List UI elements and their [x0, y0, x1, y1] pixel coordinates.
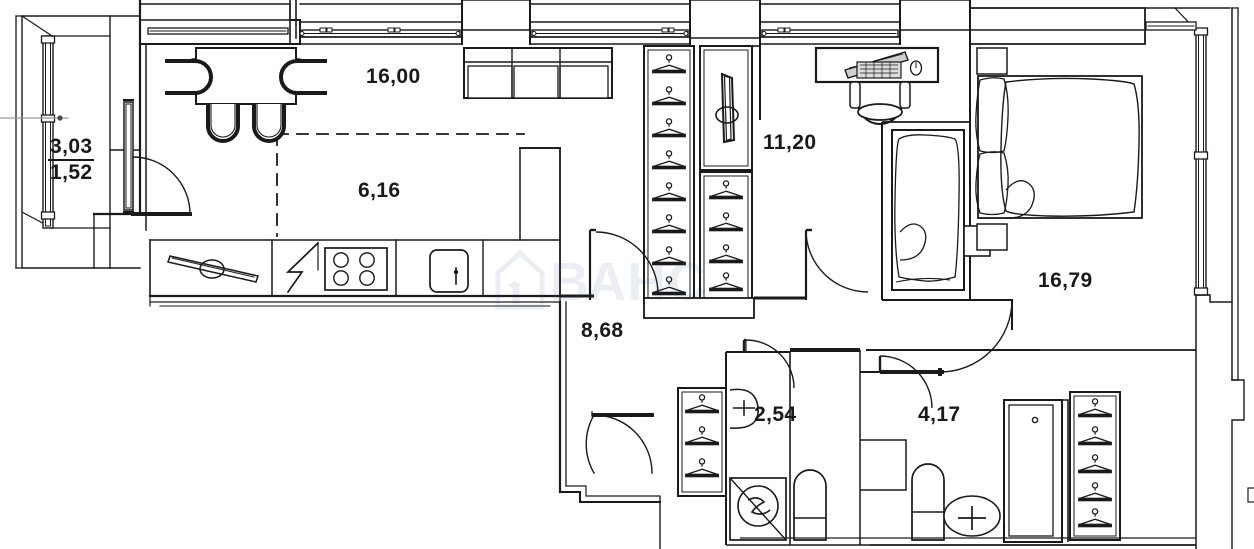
area-label-kitchen: 6,16: [358, 179, 401, 202]
area-label-bathroom-small: 2,54: [754, 403, 797, 426]
area-label-balcony-left: 3,03 1,52: [48, 135, 95, 185]
area-label-master-bedroom: 16,79: [1038, 269, 1093, 292]
balcony-area-total: 3,03: [48, 135, 95, 162]
balcony-area-counted: 1,52: [50, 161, 93, 185]
area-label-hallway: 8,68: [581, 319, 624, 342]
area-label-bathroom-large: 4,17: [918, 403, 961, 426]
area-label-bedroom-office: 11,20: [763, 131, 817, 154]
area-label-living-room: 16,00: [366, 65, 421, 88]
